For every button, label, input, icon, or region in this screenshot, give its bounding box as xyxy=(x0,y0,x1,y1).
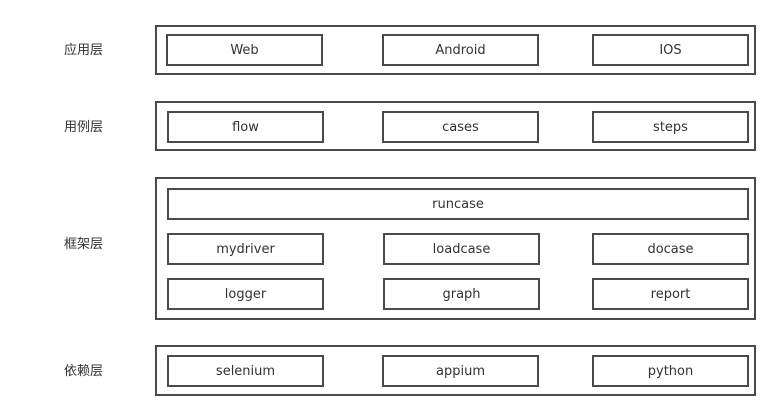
module-ios: IOS xyxy=(592,34,749,66)
module-logger: logger xyxy=(167,278,324,310)
module-docase: docase xyxy=(592,233,749,265)
module-mydriver: mydriver xyxy=(167,233,324,265)
testcase-layer-label: 用例层 xyxy=(64,120,104,135)
dependency-layer-label: 依赖层 xyxy=(64,364,104,379)
module-selenium: selenium xyxy=(167,355,324,387)
module-cases: cases xyxy=(382,111,539,143)
module-report: report xyxy=(592,278,749,310)
module-web: Web xyxy=(166,34,323,66)
testcase-layer-frame: flow cases steps xyxy=(155,101,756,151)
application-layer-label: 应用层 xyxy=(64,43,104,58)
dependency-layer-frame: selenium appium python xyxy=(155,345,756,396)
module-steps: steps xyxy=(592,111,749,143)
module-flow: flow xyxy=(167,111,324,143)
framework-layer-label: 框架层 xyxy=(64,237,104,252)
module-runcase: runcase xyxy=(167,188,749,220)
module-appium: appium xyxy=(382,355,539,387)
module-loadcase: loadcase xyxy=(383,233,540,265)
application-layer-frame: Web Android IOS xyxy=(155,25,756,75)
framework-layer-frame: runcase mydriver loadcase docase logger … xyxy=(155,177,756,320)
module-graph: graph xyxy=(383,278,540,310)
module-android: Android xyxy=(382,34,539,66)
module-python: python xyxy=(592,355,749,387)
